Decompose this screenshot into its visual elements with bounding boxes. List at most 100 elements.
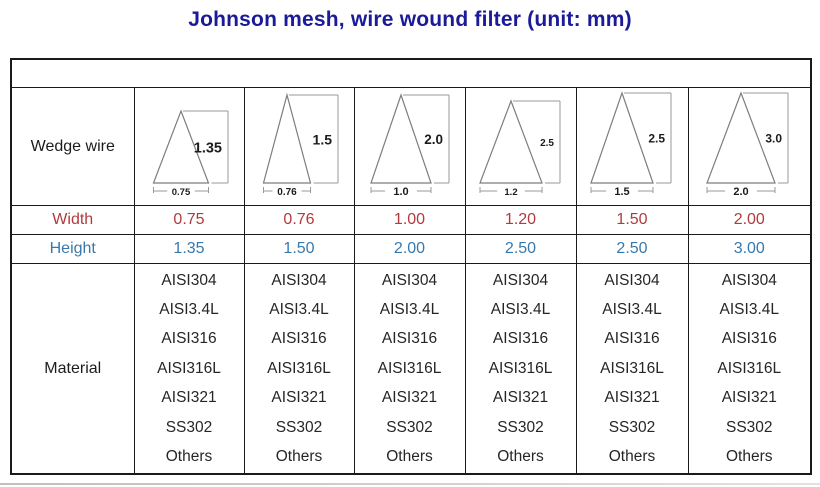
material-option: AISI321 xyxy=(271,389,327,407)
page-title: Johnson mesh, wire wound filter (unit: m… xyxy=(188,8,632,31)
material-option: AISI3.4L xyxy=(602,300,662,318)
wedge-wire-diagram-cell: 2.5 1.5 xyxy=(575,87,689,206)
material-option: AISI321 xyxy=(492,389,549,407)
material-option: AISI304 xyxy=(721,271,777,289)
wedge-wire-diagram-cell: 2.5 1.2 xyxy=(464,87,577,206)
wedge-wire-diagram-cell: 1.5 0.76 xyxy=(243,87,355,206)
material-option: AISI316 xyxy=(381,330,438,348)
material-option: SS302 xyxy=(725,418,773,436)
height-value: 2.50 xyxy=(464,234,577,264)
material-option: AISI316L xyxy=(267,359,331,377)
wedge-wire-diagram-cell: 3.0 2.0 xyxy=(687,87,812,206)
wedge-wire-diagram-cell: 1.35 0.75 xyxy=(133,87,245,206)
material-option: AISI316L xyxy=(717,359,782,377)
material-option: AISI304 xyxy=(492,271,549,289)
wedge-wire-diagram: 3.0 2.0 xyxy=(706,91,789,198)
image-bottom-edge xyxy=(0,483,820,485)
row-label-wedge-wire: Wedge wire xyxy=(10,87,135,206)
width-dim-label: 0.75 xyxy=(172,187,191,198)
wedge-triangle-shape xyxy=(590,91,654,184)
wedge-triangle-shape xyxy=(262,92,312,184)
wedge-wire-row: Wedge wire 1.35 0.75 1.5 0.76 2.0 1.0 2.5 1.… xyxy=(10,87,812,206)
height-dim-label: 2.5 xyxy=(540,138,554,149)
material-option: AISI304 xyxy=(381,271,438,289)
material-option: Others xyxy=(165,448,213,466)
wedge-wire-diagram-cell: 2.0 1.0 xyxy=(353,87,466,206)
material-option: AISI3.4L xyxy=(159,300,219,318)
material-option: Others xyxy=(608,448,656,466)
wedge-wire-diagram: 1.35 0.75 xyxy=(152,109,229,198)
width-value: 0.76 xyxy=(243,205,355,235)
table-empty-header-row xyxy=(10,58,812,88)
height-dim-label: 3.0 xyxy=(766,132,783,146)
material-option: AISI3.4L xyxy=(490,300,551,318)
wedge-triangle-shape xyxy=(369,93,432,184)
material-option: AISI3.4L xyxy=(379,300,440,318)
width-dim-label: 1.5 xyxy=(614,186,629,198)
material-option: Others xyxy=(386,448,433,466)
empty-header-cell xyxy=(10,58,812,88)
wedge-wire-diagram: 2.0 1.0 xyxy=(369,93,449,198)
material-option: AISI316 xyxy=(271,330,327,348)
wedge-triangle-shape xyxy=(152,109,210,184)
material-option: AISI316 xyxy=(721,330,777,348)
height-dim-label: 1.5 xyxy=(313,131,333,147)
material-option: AISI316 xyxy=(161,330,217,348)
row-label-height: Height xyxy=(10,234,135,264)
row-label-width: Width xyxy=(10,205,135,235)
wedge-wire-diagram: 2.5 1.5 xyxy=(590,91,672,198)
height-value: 1.35 xyxy=(133,234,245,264)
material-option: Others xyxy=(497,448,544,466)
height-value: 2.50 xyxy=(575,234,689,264)
width-dim-label: 1.2 xyxy=(504,187,517,198)
width-value: 1.50 xyxy=(575,205,689,235)
material-option: AISI321 xyxy=(604,389,660,407)
material-option: AISI316L xyxy=(157,359,221,377)
material-option: SS302 xyxy=(497,418,544,436)
width-row: Width 0.75 0.76 1.00 1.20 1.50 2.00 xyxy=(10,205,812,235)
wedge-triangle-shape xyxy=(706,91,777,184)
material-option: AISI316 xyxy=(604,330,660,348)
material-option: Others xyxy=(275,448,323,466)
height-value: 1.50 xyxy=(243,234,355,264)
material-option: AISI3.4L xyxy=(719,300,779,318)
height-row: Height 1.35 1.50 2.00 2.50 2.50 3.00 xyxy=(10,234,812,264)
height-dim-label: 1.35 xyxy=(194,141,222,157)
width-dim-label: 2.0 xyxy=(734,186,749,198)
material-option: AISI316 xyxy=(492,330,549,348)
width-value: 0.75 xyxy=(133,205,245,235)
height-dim-label: 2.5 xyxy=(648,132,665,146)
width-value: 2.00 xyxy=(687,205,812,235)
material-option: SS302 xyxy=(165,418,213,436)
width-dim-label: 0.76 xyxy=(277,187,297,198)
wedge-wire-diagram: 1.5 0.76 xyxy=(262,92,339,198)
wedge-triangle-shape xyxy=(478,99,543,184)
material-option: SS302 xyxy=(275,418,323,436)
width-value: 1.20 xyxy=(464,205,577,235)
material-option: AISI316L xyxy=(600,359,664,377)
material-option: AISI304 xyxy=(604,271,660,289)
material-option: AISI304 xyxy=(161,271,217,289)
height-dim-label: 2.0 xyxy=(424,132,443,147)
material-option: AISI321 xyxy=(721,389,777,407)
material-option: AISI316L xyxy=(488,359,553,377)
material-option: Others xyxy=(726,448,773,466)
width-dim-label: 1.0 xyxy=(393,186,408,198)
height-value: 3.00 xyxy=(687,234,812,264)
material-option: AISI321 xyxy=(161,389,217,407)
material-option: SS302 xyxy=(608,418,656,436)
wedge-wire-diagram: 2.5 1.2 xyxy=(478,99,560,198)
width-value: 1.00 xyxy=(353,205,466,235)
material-option: AISI316L xyxy=(377,359,442,377)
material-option: AISI304 xyxy=(271,271,327,289)
material-option: AISI3.4L xyxy=(269,300,329,318)
row-label-material: Material xyxy=(10,263,135,475)
